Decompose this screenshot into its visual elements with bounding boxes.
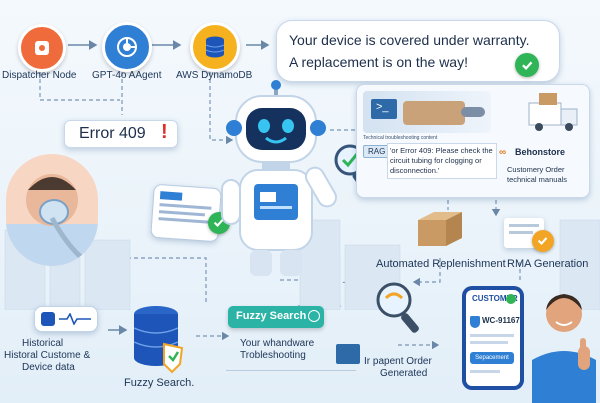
shipping-box-icon [418, 212, 462, 246]
trouble-line-1: Your whandware [240, 338, 315, 349]
dispatcher-node[interactable] [18, 24, 66, 72]
store-label-1: Customery Order [507, 165, 565, 174]
rag-header: Technical troubleshooting content [363, 135, 438, 141]
fuzzy-db-label: Fuzzy Search. [124, 377, 195, 389]
replenishment-label: Automated Replenishment [376, 258, 506, 270]
dispatcher-icon [35, 41, 49, 55]
warranty-check-icon [515, 53, 539, 77]
error-document-card [150, 183, 222, 243]
store-label-2: technical manuals [507, 175, 568, 184]
dispatcher-label: Dispatcher Node [2, 70, 77, 81]
phone-shield-icon [470, 316, 480, 328]
delivery-truck-icon [528, 93, 578, 131]
gpt-agent-label: GPT-4o AAgent [92, 70, 162, 81]
phone-status-button[interactable]: Sepacement [470, 352, 514, 364]
search-icon [308, 310, 320, 322]
error-badge: Error 409 ! [64, 120, 178, 148]
fuzzy-search-label: Fuzzy Search [236, 310, 307, 322]
rma-label: RMA Generation [507, 258, 589, 270]
rag-panel: >_ Technical troubleshooting content RAG… [356, 84, 590, 198]
order-box-icon [336, 344, 360, 364]
history-line-3: Device data [22, 362, 75, 373]
terminal-icon: >_ [376, 101, 389, 113]
openai-icon [117, 37, 137, 57]
history-line-1: Historical [22, 338, 64, 349]
divider-line [226, 370, 356, 371]
order-line-1: Ir papent Order [364, 356, 432, 367]
fuzzy-database-icon [133, 306, 184, 374]
store-name: Behonstore [515, 147, 566, 157]
rag-text: 'or Error 409: Please check the circuit … [387, 143, 497, 179]
patient-illustration [6, 154, 98, 266]
dynamodb-node[interactable] [190, 22, 240, 72]
rma-check-icon [532, 230, 554, 252]
support-agent-illustration [532, 294, 596, 403]
waveform-icon [59, 313, 91, 325]
history-line-2: Historal Custome & [4, 350, 91, 361]
phone-order-id: WC-91167 [482, 316, 520, 325]
robot-assistant [221, 80, 337, 276]
order-magnifier-icon [376, 282, 419, 333]
phone-header: CUSTOMER [472, 294, 518, 303]
speech-line-2: A replacement is on the way! [289, 54, 468, 70]
rag-image: >_ [363, 91, 491, 133]
dynamodb-label: AWS DynamoDB [176, 70, 253, 81]
exclamation-icon: ! [161, 121, 168, 143]
phone-check-icon [506, 294, 516, 304]
gpt-agent-node[interactable] [102, 22, 152, 72]
store-link-icon: ∞ [499, 147, 507, 158]
customer-phone: CUSTOMER WC-91167 Sepacement [462, 286, 524, 390]
device-icon [41, 312, 55, 326]
warranty-speech-bubble: Your device is covered under warranty. A… [276, 20, 560, 82]
order-line-2: Generated [380, 368, 428, 379]
trouble-line-2: Trobleshooting [240, 350, 306, 361]
fuzzy-search-button[interactable]: Fuzzy Search [228, 306, 324, 328]
error-text: Error 409 [79, 125, 146, 142]
speech-line-1: Your device is covered under warranty. [289, 32, 530, 48]
database-icon [205, 36, 225, 58]
device-data-card [34, 306, 98, 332]
